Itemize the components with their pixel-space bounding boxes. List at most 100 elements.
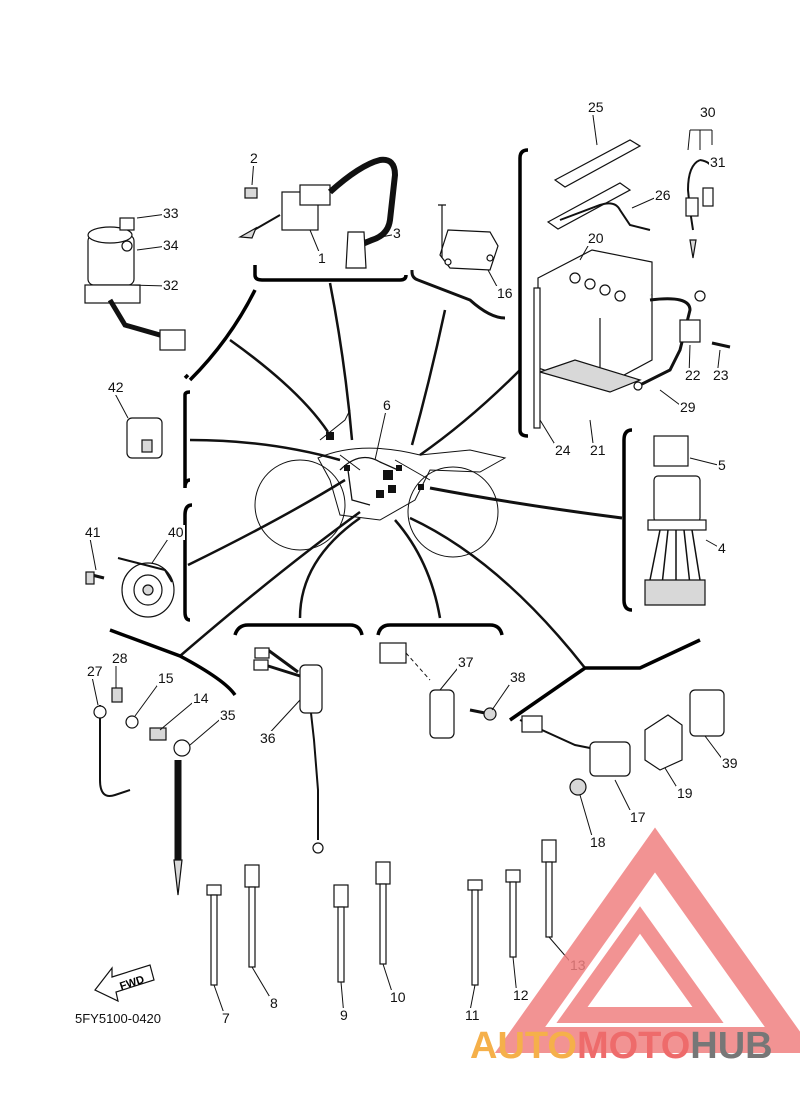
- part-flasher-relay: [126, 417, 163, 459]
- callout-15: 15: [134, 670, 175, 717]
- part-relay-bracket: [438, 204, 499, 271]
- callout-number: 4: [718, 540, 726, 556]
- callout-5: 5: [689, 457, 727, 473]
- callout-38: 38: [491, 669, 527, 711]
- part-cable-ties: [206, 839, 557, 986]
- callout-number: 32: [163, 277, 179, 293]
- callout-29: 29: [659, 389, 697, 415]
- callout-leader: [129, 284, 168, 287]
- callout-number: 25: [588, 99, 604, 115]
- motorcycle-silhouette: [254, 409, 507, 558]
- part-cdi-unit: [644, 435, 707, 606]
- fwd-arrow-icon: [94, 964, 155, 1003]
- part-neutral-switch: [253, 647, 324, 854]
- callout-number: 17: [630, 809, 646, 825]
- svg-text:AUTOMOTOHUB: AUTOMOTOHUB: [470, 1025, 773, 1067]
- callout-number: 27: [87, 663, 103, 679]
- callout-17: 17: [614, 779, 647, 825]
- callout-9: 9: [339, 981, 349, 1023]
- part-battery-leads: [546, 139, 731, 391]
- part-battery: [533, 249, 653, 429]
- callout-number: 41: [85, 524, 101, 540]
- callout-number: 36: [260, 730, 276, 746]
- automotohub-watermark: AUTOMOTOHUB: [470, 827, 800, 1067]
- callout-number: 40: [168, 524, 184, 540]
- diagram-code: 5FY5100-0420: [75, 1011, 161, 1026]
- callout-42: 42: [107, 379, 129, 419]
- callout-22: 22: [684, 344, 702, 383]
- callout-25: 25: [587, 99, 605, 146]
- part-sensor: [379, 642, 497, 739]
- callout-number: 16: [497, 285, 513, 301]
- callout-4: 4: [705, 539, 727, 556]
- callout-31: 31: [709, 154, 727, 170]
- leader-lines: [179, 282, 623, 669]
- watermark-hub: HUB: [690, 1025, 772, 1067]
- callout-number: 37: [458, 654, 474, 670]
- callout-number: 11: [465, 1007, 480, 1023]
- callout-number: 3: [393, 225, 401, 241]
- callout-number: 15: [158, 670, 174, 686]
- callout-1: 1: [309, 229, 327, 266]
- callout-number: 34: [163, 237, 179, 253]
- callout-26: 26: [631, 187, 672, 209]
- callout-number: 23: [713, 367, 729, 383]
- callout-number: 10: [390, 989, 406, 1005]
- callout-number: 31: [710, 154, 726, 170]
- callout-21: 21: [589, 419, 607, 458]
- callout-leader: [189, 715, 225, 746]
- watermark-auto: AUTO: [470, 1025, 577, 1067]
- callout-number: 5: [718, 457, 726, 473]
- callout-number: 29: [680, 399, 696, 415]
- callout-leader: [159, 698, 198, 731]
- part-fuse-probe: [685, 159, 714, 259]
- callout-32: 32: [129, 277, 180, 293]
- callout-41: 41: [84, 524, 102, 571]
- callout-number: 22: [685, 367, 701, 383]
- callout-leader: [374, 405, 388, 461]
- callout-number: 38: [510, 669, 526, 685]
- callout-number: 18: [590, 834, 606, 850]
- callout-12: 12: [512, 956, 530, 1003]
- callout-3: 3: [364, 225, 402, 241]
- callout-number: 28: [112, 650, 128, 666]
- callout-number: 7: [222, 1010, 230, 1026]
- callout-number: 19: [677, 785, 693, 801]
- callout-10: 10: [382, 963, 407, 1005]
- callout-39: 39: [704, 735, 739, 771]
- callout-number: 1: [318, 250, 326, 266]
- part-bottom-left-leads: [93, 687, 191, 896]
- callout-37: 37: [439, 654, 475, 691]
- callout-number: 26: [655, 187, 671, 203]
- callout-36: 36: [259, 699, 301, 746]
- callout-number: 9: [340, 1007, 348, 1023]
- callout-leader: [364, 233, 398, 241]
- callout-20: 20: [579, 230, 605, 261]
- part-bottom-right-group: [519, 689, 725, 796]
- callout-16: 16: [487, 269, 514, 301]
- callout-number: 35: [220, 707, 236, 723]
- callout-8: 8: [251, 966, 279, 1011]
- callout-18: 18: [579, 794, 607, 850]
- part-ignition-coil: [238, 156, 399, 269]
- callout-number: 42: [108, 379, 124, 395]
- callout-number: 14: [193, 690, 209, 706]
- callout-24: 24: [539, 419, 572, 458]
- callout-30: 30: [699, 104, 717, 120]
- part-horn: [85, 557, 175, 618]
- callout-19: 19: [664, 767, 694, 801]
- callout-number: 6: [383, 397, 391, 413]
- callout-number: 21: [590, 442, 606, 458]
- callout-14: 14: [159, 690, 210, 731]
- callout-number: 12: [513, 987, 529, 1003]
- callout-number: 8: [270, 995, 278, 1011]
- callout-number: 33: [163, 205, 179, 221]
- callout-number: 24: [555, 442, 571, 458]
- callout-number: 39: [722, 755, 738, 771]
- callout-11: 11: [464, 984, 482, 1023]
- watermark-moto: MOTO: [577, 1025, 690, 1067]
- callout-bracket-30: [687, 129, 713, 151]
- part-starter-relay: [84, 217, 186, 351]
